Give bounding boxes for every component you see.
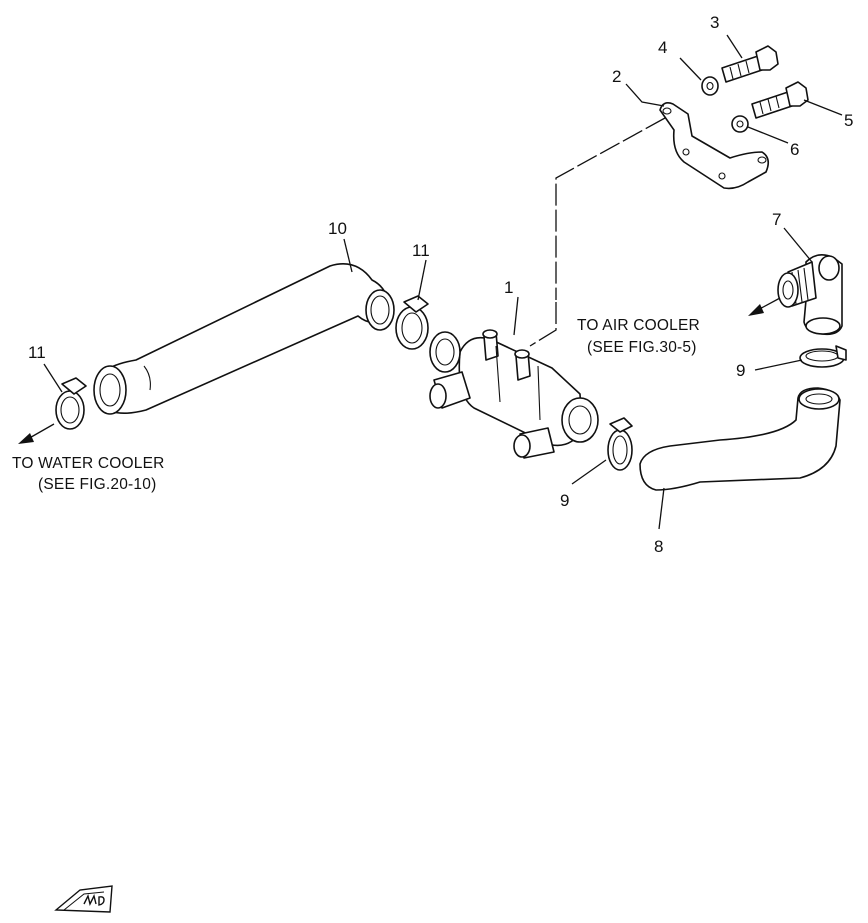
note-air-cooler-line1: TO AIR COOLER [577,317,700,334]
callout-9-left: 9 [560,491,569,510]
note-water-cooler-line2: (SEE FIG.20-10) [38,476,156,493]
part-bolt-lower [751,81,809,119]
part-hose-clamp-right [799,345,847,368]
part-washer-upper [701,76,719,96]
callout-2: 2 [612,67,621,86]
callout-1: 1 [504,278,513,297]
part-elbow-joint [777,254,843,336]
callout-10: 10 [328,219,347,238]
callout-5: 5 [844,111,853,130]
part-hose-right [639,387,841,491]
callout-6: 6 [790,140,799,159]
part-hose-clamp-left [55,377,87,430]
callout-11-left: 11 [28,343,46,362]
callout-9-right: 9 [736,361,745,380]
callout-4: 4 [658,38,667,57]
fwd-logo-icon [54,885,113,913]
note-water-cooler-line1: TO WATER COOLER [12,455,165,472]
part-hose-clamp-center-11 [395,295,429,350]
callout-7: 7 [772,210,781,229]
arrow-to-air-cooler [748,297,781,316]
arrow-to-water-cooler [18,423,55,444]
callout-11-center: 11 [412,241,430,260]
note-air-cooler-line2: (SEE FIG.30-5) [587,339,697,356]
part-bracket [659,102,770,190]
part-hose-clamp-center [607,417,633,471]
part-hose-left [93,263,395,415]
part-bolt-upper [721,45,779,83]
bracket-connection-line [529,117,666,347]
callout-3: 3 [710,13,719,32]
leader-lines [43,34,843,530]
part-thermostat-housing [429,329,599,459]
callout-8: 8 [654,537,663,556]
part-washer-lower [731,115,749,133]
